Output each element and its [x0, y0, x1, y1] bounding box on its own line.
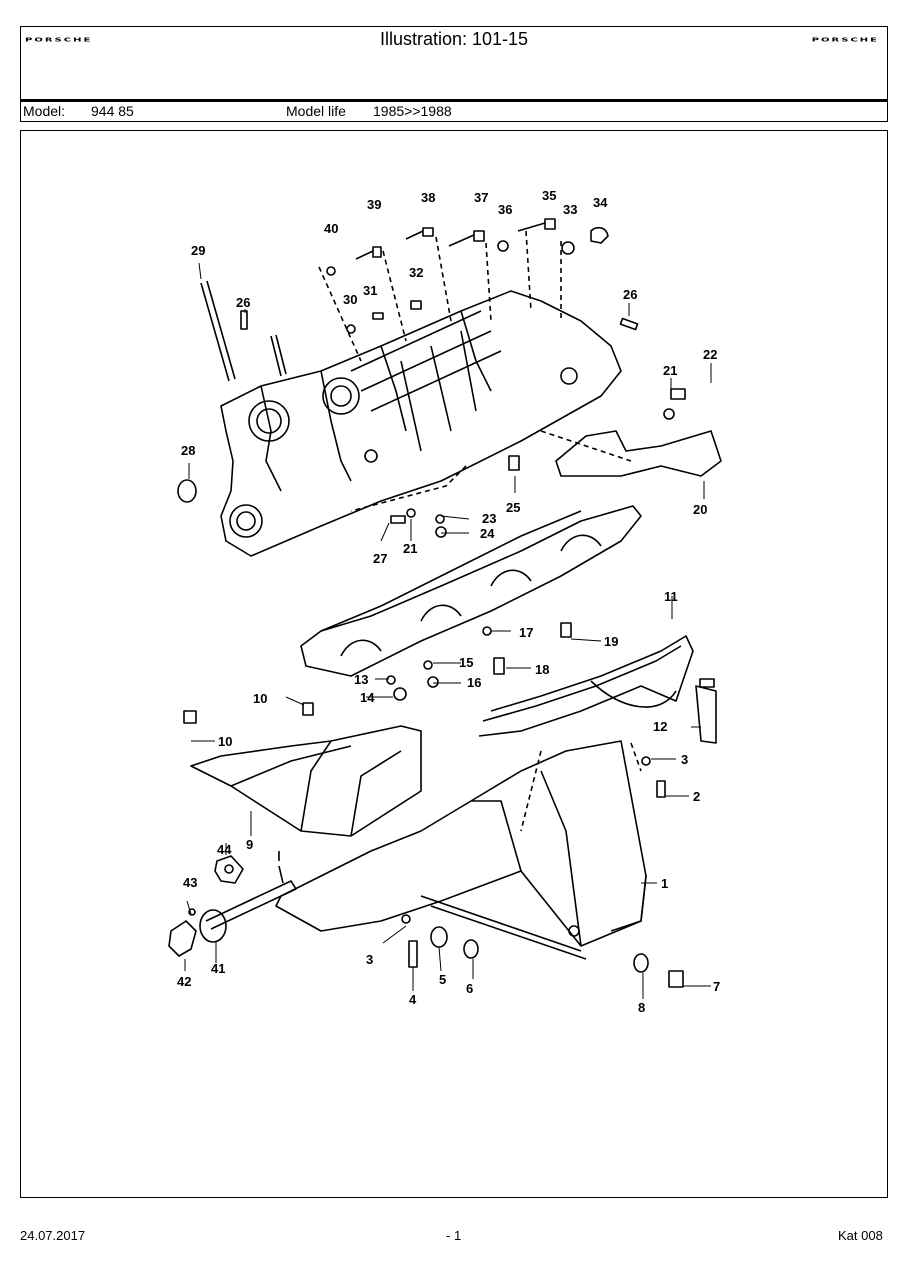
illustration-title: Illustration: 101-15	[379, 29, 529, 49]
header-divider	[21, 99, 887, 102]
exploded-parts-drawing: 1 2 3 3 4 5 6 7 8 9 10 10 11 12 13 14 15…	[20, 130, 888, 1198]
callout-34: 34	[593, 195, 608, 210]
parts-diagram: 1 2 3 3 4 5 6 7 8 9 10 10 11 12 13 14 15…	[168, 188, 722, 1015]
footer-page: - 1	[446, 1228, 462, 1243]
engine-block-outline	[168, 218, 722, 988]
callout-21: 21	[663, 363, 677, 378]
footer-date: 24.07.2017	[20, 1228, 86, 1243]
callout-41: 41	[211, 961, 225, 976]
callout-24: 24	[480, 526, 495, 541]
callout-26: 26	[236, 295, 250, 310]
callout-29: 29	[191, 243, 205, 258]
callout-19: 19	[604, 634, 618, 649]
callout-9: 9	[246, 837, 253, 852]
footer-catalog: Kat 008	[838, 1228, 883, 1243]
callout-38: 38	[421, 190, 435, 205]
callout-42: 42	[177, 974, 191, 989]
callout-36: 36	[498, 202, 512, 217]
callout-32: 32	[409, 265, 423, 280]
callout-14: 14	[360, 690, 375, 705]
callout-6: 6	[466, 981, 473, 996]
callout-labels: 1 2 3 3 4 5 6 7 8 9 10 10 11 12 13 14 15…	[177, 188, 720, 1015]
callout-15: 15	[459, 655, 473, 670]
callout-5: 5	[439, 972, 446, 987]
callout-18: 18	[535, 662, 549, 677]
callout-44: 44	[217, 842, 232, 857]
model-label: Model:	[23, 103, 66, 119]
callout-30: 30	[343, 292, 357, 307]
model-value: 944 85	[91, 103, 134, 119]
callout-31: 31	[363, 283, 377, 298]
callout-23: 23	[482, 511, 496, 526]
callout-43: 43	[183, 875, 197, 890]
callout-26b: 26	[623, 287, 637, 302]
callout-13: 13	[354, 672, 368, 687]
callout-20: 20	[693, 502, 707, 517]
callout-16: 16	[467, 675, 481, 690]
callout-12: 12	[653, 719, 667, 734]
callout-2: 2	[693, 789, 700, 804]
callout-3b: 3	[366, 952, 373, 967]
porsche-logo-right: PORSCHE	[811, 37, 879, 44]
callout-25: 25	[506, 500, 520, 515]
model-life-value: 1985>>1988	[373, 103, 452, 119]
callout-35: 35	[542, 188, 556, 203]
callout-21b: 21	[403, 541, 417, 556]
callout-27: 27	[373, 551, 387, 566]
callout-10: 10	[253, 691, 267, 706]
callout-40: 40	[324, 221, 338, 236]
callout-1: 1	[661, 876, 668, 891]
callout-3: 3	[681, 752, 688, 767]
porsche-logo-left: PORSCHE	[25, 37, 93, 44]
callout-7: 7	[713, 979, 720, 994]
callout-11: 11	[664, 589, 678, 604]
model-life-label: Model life	[286, 103, 346, 119]
callout-10b: 10	[218, 734, 232, 749]
leader-lines	[184, 262, 712, 999]
callout-33: 33	[563, 202, 577, 217]
callout-22: 22	[703, 347, 717, 362]
header-box: PORSCHE Illustration: 101-15 PORSCHE Mod…	[20, 26, 888, 122]
callout-8: 8	[638, 1000, 645, 1015]
callout-17: 17	[519, 625, 533, 640]
callout-28: 28	[181, 443, 195, 458]
callout-39: 39	[367, 197, 381, 212]
callout-37: 37	[474, 190, 488, 205]
callout-4: 4	[409, 992, 417, 1007]
